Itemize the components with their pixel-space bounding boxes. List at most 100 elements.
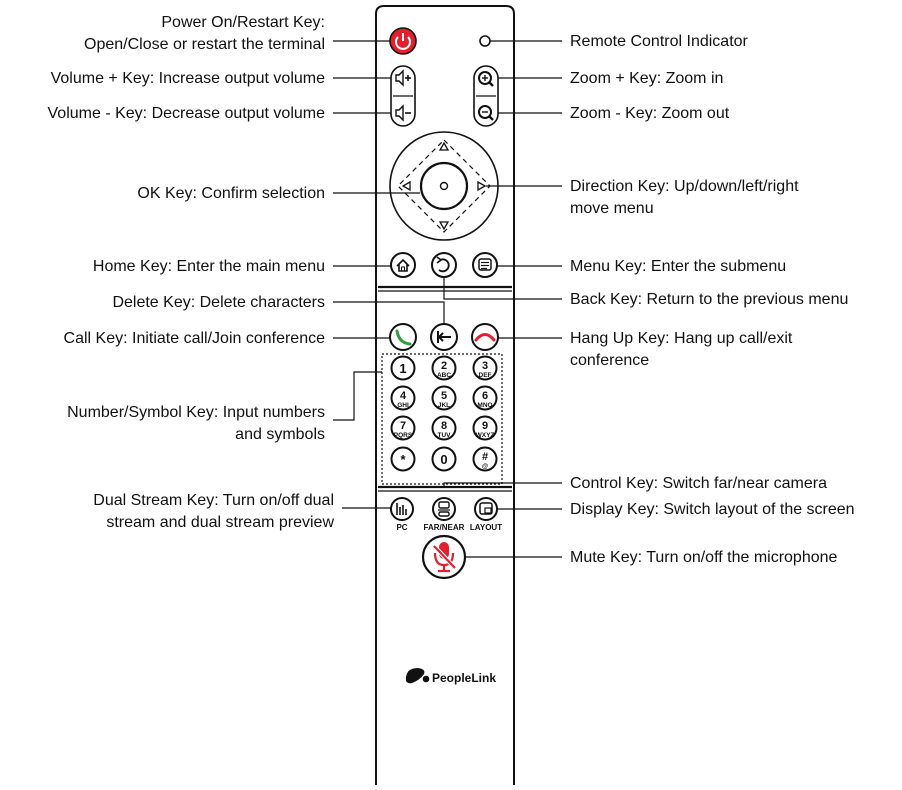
- keypad-key[interactable]: #@: [472, 446, 498, 472]
- keypad-key[interactable]: 1: [390, 355, 416, 381]
- keypad-letters: GHI: [397, 402, 409, 409]
- callout-direction-line1: Direction Key: Up/down/left/right: [570, 178, 799, 195]
- callout-number-line2: and symbols: [235, 426, 325, 443]
- call-button[interactable]: [389, 323, 417, 351]
- keypad-digit: 9: [482, 420, 488, 432]
- callout-call: Call Key: Initiate call/Join conference: [64, 328, 325, 350]
- keypad-key-ring: [390, 415, 416, 441]
- keypad-digit: 1: [399, 361, 406, 376]
- ok-button[interactable]: [419, 161, 469, 211]
- keypad-key-ring: [431, 355, 457, 381]
- keypad-digit: *: [400, 452, 406, 467]
- callout-back: Back Key: Return to the previous menu: [570, 289, 848, 311]
- zoom-out-icon: [478, 105, 494, 121]
- keypad-key-ring: [390, 446, 416, 472]
- callout-delete-line1: Delete Key: Delete characters: [112, 294, 325, 311]
- callout-ok: OK Key: Confirm selection: [137, 183, 325, 205]
- callout-delete: Delete Key: Delete characters: [112, 292, 325, 314]
- callout-zoom-in: Zoom + Key: Zoom in: [570, 68, 723, 90]
- callout-volume-up: Volume + Key: Increase output volume: [51, 68, 325, 90]
- dual-stream-button[interactable]: [390, 497, 414, 521]
- remote-body: [375, 5, 515, 785]
- callout-direction-line2: move menu: [570, 200, 654, 217]
- callout-dual-stream: Dual Stream Key: Turn on/off dual stream…: [93, 490, 334, 534]
- callout-volume-down: Volume - Key: Decrease output volume: [48, 103, 325, 125]
- callout-zoom-in-line1: Zoom + Key: Zoom in: [570, 70, 724, 87]
- callout-mute-line1: Mute Key: Turn on/off the microphone: [570, 549, 838, 566]
- mute-button[interactable]: [421, 534, 467, 580]
- keypad-key[interactable]: *: [390, 446, 416, 472]
- keypad-digit: 2: [441, 360, 447, 372]
- arrow-down-icon: [438, 221, 450, 231]
- callout-menu-line1: Menu Key: Enter the submenu: [570, 258, 787, 275]
- callout-volume-up-line1: Volume + Key: Increase output volume: [50, 70, 325, 87]
- callout-back-line1: Back Key: Return to the previous menu: [570, 291, 849, 308]
- keypad-digit: 7: [400, 420, 406, 432]
- keypad-key-ring: [390, 385, 416, 411]
- power-button[interactable]: [389, 27, 417, 55]
- keypad-digit: 0: [440, 452, 447, 467]
- callout-direction: Direction Key: Up/down/left/right move m…: [570, 176, 799, 220]
- keypad-key[interactable]: 0: [431, 446, 457, 472]
- callout-menu: Menu Key: Enter the submenu: [570, 256, 786, 278]
- callout-number-line1: Number/Symbol Key: Input numbers: [67, 404, 325, 421]
- zoom-in-icon: [478, 71, 494, 87]
- callout-display: Display Key: Switch layout of the screen: [570, 499, 855, 521]
- leader-lines: [333, 40, 562, 558]
- back-button[interactable]: [431, 252, 457, 278]
- callout-home: Home Key: Enter the main menu: [93, 256, 325, 278]
- keypad-letters: TUV: [438, 432, 452, 439]
- hangup-button[interactable]: [471, 323, 499, 351]
- menu-button[interactable]: [472, 252, 498, 278]
- leader-number: [333, 371, 382, 421]
- keypad-key-ring: [431, 385, 457, 411]
- keypad-letters: @: [482, 463, 488, 470]
- keypad-letters: DEF: [479, 372, 492, 379]
- keypad-digit: 6: [482, 390, 488, 402]
- keypad-letters: ABC: [437, 372, 451, 379]
- callout-control: Control Key: Switch far/near camera: [570, 473, 827, 495]
- callout-hangup-line1: Hang Up Key: Hang up call/exit: [570, 330, 793, 347]
- keypad-digit: 5: [441, 390, 447, 402]
- layout-label: LAYOUT: [470, 523, 502, 532]
- brand-name: PeopleLink: [432, 671, 496, 685]
- keypad-letters: MNO: [477, 402, 492, 409]
- keypad-key-ring: [431, 446, 457, 472]
- zoom-rocker[interactable]: [473, 65, 499, 127]
- far-near-label: FAR/NEAR: [424, 523, 465, 532]
- pc-label: PC: [396, 523, 407, 532]
- arrow-left-icon: [401, 180, 411, 192]
- volume-rocker[interactable]: [390, 65, 416, 127]
- keypad-key-ring: [472, 355, 498, 381]
- keypad-area: [381, 353, 503, 485]
- callout-number: Number/Symbol Key: Input numbers and sym…: [67, 402, 325, 446]
- keypad-digit: 3: [482, 360, 488, 372]
- arrow-right-icon: [477, 180, 487, 192]
- leader-control: [443, 482, 562, 486]
- callout-indicator: Remote Control Indicator: [570, 31, 748, 53]
- keypad-key-ring: [472, 385, 498, 411]
- delete-button[interactable]: [430, 323, 458, 351]
- callout-indicator-line1: Remote Control Indicator: [570, 33, 748, 50]
- keypad-key-ring: [472, 446, 498, 472]
- keypad-key-ring: [431, 415, 457, 441]
- control-button[interactable]: [432, 497, 456, 521]
- callout-control-line1: Control Key: Switch far/near camera: [570, 475, 827, 492]
- peoplelink-logo-icon: [405, 668, 430, 684]
- display-button[interactable]: [474, 497, 498, 521]
- home-button[interactable]: [390, 252, 416, 278]
- callout-dual-stream-line2: stream and dual stream preview: [106, 514, 334, 531]
- callout-power-line1: Power On/Restart Key:: [161, 14, 325, 31]
- keypad-digit: 8: [441, 420, 447, 432]
